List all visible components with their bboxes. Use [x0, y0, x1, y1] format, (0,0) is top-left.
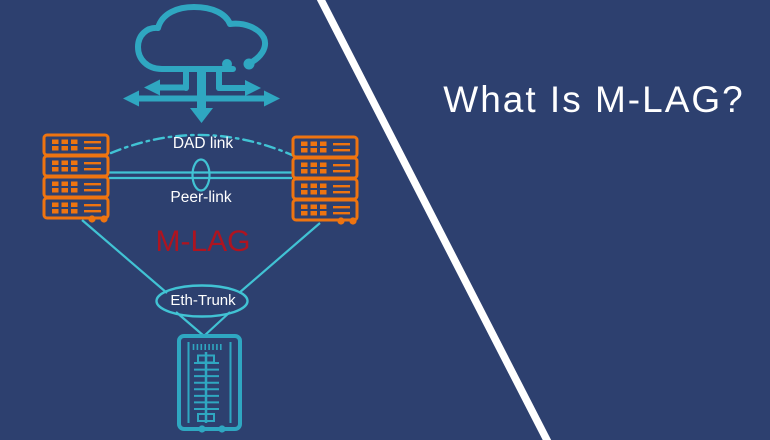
server-icon — [177, 334, 242, 433]
diagonal-divider — [316, 0, 552, 440]
mlag-member-links — [81, 219, 321, 337]
peer-link-ellipse — [191, 158, 211, 192]
dad-link-label: DAD link — [172, 135, 234, 152]
network-cloud-icon — [123, 4, 280, 123]
switch-stack-left-icon — [44, 135, 108, 223]
peer-link-label: Peer-link — [170, 189, 232, 206]
peer-link-lines — [109, 158, 292, 192]
switch-stack-right-icon — [293, 137, 357, 225]
dad-link-line — [109, 133, 294, 157]
mlag-label: M-LAG — [155, 225, 251, 258]
server-vent-ticks — [192, 344, 222, 350]
eth-trunk-ellipse — [155, 284, 249, 318]
page-title: What Is M-LAG? — [443, 79, 745, 120]
eth-trunk-label: Eth-Trunk — [170, 292, 236, 309]
